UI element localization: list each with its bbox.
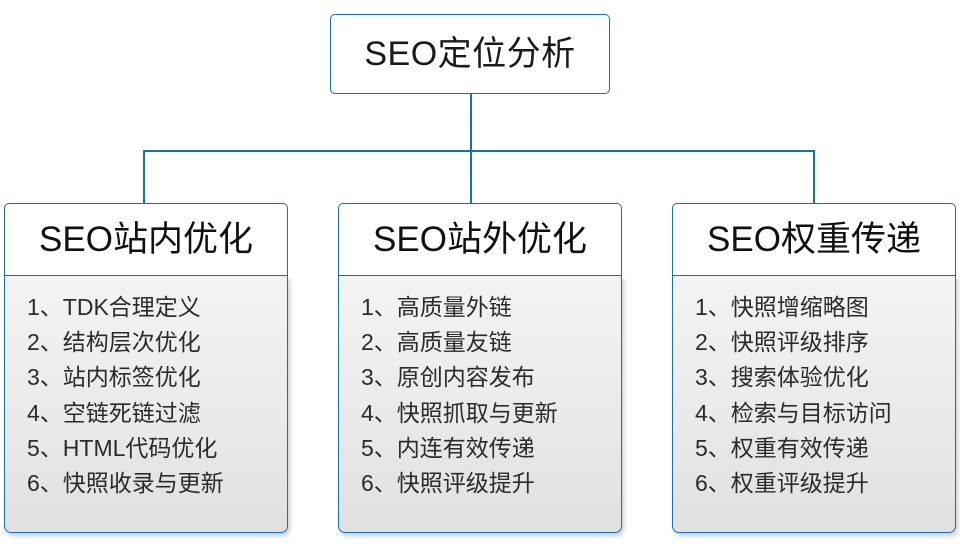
list-item: 6、快照收录与更新 xyxy=(27,469,224,496)
list-item: 4、空链死链过滤 xyxy=(27,399,201,426)
list-item: 5、权重有效传递 xyxy=(695,434,869,461)
connector-root-vertical xyxy=(470,94,472,151)
branch-3-header: SEO权重传递 xyxy=(672,203,956,276)
branch-2-body: 1、高质量外链 2、高质量友链 3、原创内容发布 4、快照抓取与更新 5、内连有… xyxy=(338,276,622,533)
connector-horizontal-bus xyxy=(143,150,815,152)
connector-branch-1-vertical xyxy=(143,150,145,204)
list-item: 2、高质量友链 xyxy=(361,329,512,356)
list-item: 6、快照评级提升 xyxy=(361,469,535,496)
root-node: SEO定位分析 xyxy=(330,14,610,94)
branch-3-item-list: 1、快照增缩略图 2、快照评级排序 3、搜索体验优化 4、检索与目标访问 5、权… xyxy=(695,290,955,501)
branch-column-3: SEO权重传递 1、快照增缩略图 2、快照评级排序 3、搜索体验优化 4、检索与… xyxy=(672,203,956,533)
connector-branch-3-vertical xyxy=(813,150,815,204)
list-item: 2、快照评级排序 xyxy=(695,329,869,356)
branch-1-body: 1、TDK合理定义 2、结构层次优化 3、站内标签优化 4、空链死链过滤 5、H… xyxy=(4,276,288,533)
list-item: 5、内连有效传递 xyxy=(361,434,535,461)
list-item: 1、快照增缩略图 xyxy=(695,294,869,320)
branch-2-header: SEO站外优化 xyxy=(338,203,622,276)
branch-columns: SEO站内优化 1、TDK合理定义 2、结构层次优化 3、站内标签优化 4、空链… xyxy=(0,203,960,533)
branch-3-title: SEO权重传递 xyxy=(707,220,921,259)
connector-branch-2-vertical xyxy=(470,150,472,204)
list-item: 1、高质量外链 xyxy=(361,294,512,320)
branch-column-2: SEO站外优化 1、高质量外链 2、高质量友链 3、原创内容发布 4、快照抓取与… xyxy=(338,203,622,533)
root-node-label: SEO定位分析 xyxy=(364,35,576,73)
list-item: 4、检索与目标访问 xyxy=(695,399,892,426)
branch-1-title: SEO站内优化 xyxy=(39,220,253,259)
list-item: 3、站内标签优化 xyxy=(27,364,201,391)
branch-column-1: SEO站内优化 1、TDK合理定义 2、结构层次优化 3、站内标签优化 4、空链… xyxy=(4,203,288,533)
branch-1-header: SEO站内优化 xyxy=(4,203,288,276)
branch-2-item-list: 1、高质量外链 2、高质量友链 3、原创内容发布 4、快照抓取与更新 5、内连有… xyxy=(361,290,621,501)
list-item: 3、搜索体验优化 xyxy=(695,364,869,391)
branch-1-item-list: 1、TDK合理定义 2、结构层次优化 3、站内标签优化 4、空链死链过滤 5、H… xyxy=(27,290,287,501)
branch-3-body: 1、快照增缩略图 2、快照评级排序 3、搜索体验优化 4、检索与目标访问 5、权… xyxy=(672,276,956,533)
list-item: 3、原创内容发布 xyxy=(361,364,535,391)
branch-2-title: SEO站外优化 xyxy=(373,220,587,259)
list-item: 4、快照抓取与更新 xyxy=(361,399,558,426)
list-item: 5、HTML代码优化 xyxy=(27,434,218,461)
list-item: 2、结构层次优化 xyxy=(27,329,201,356)
list-item: 6、权重评级提升 xyxy=(695,469,869,496)
list-item: 1、TDK合理定义 xyxy=(27,294,201,320)
